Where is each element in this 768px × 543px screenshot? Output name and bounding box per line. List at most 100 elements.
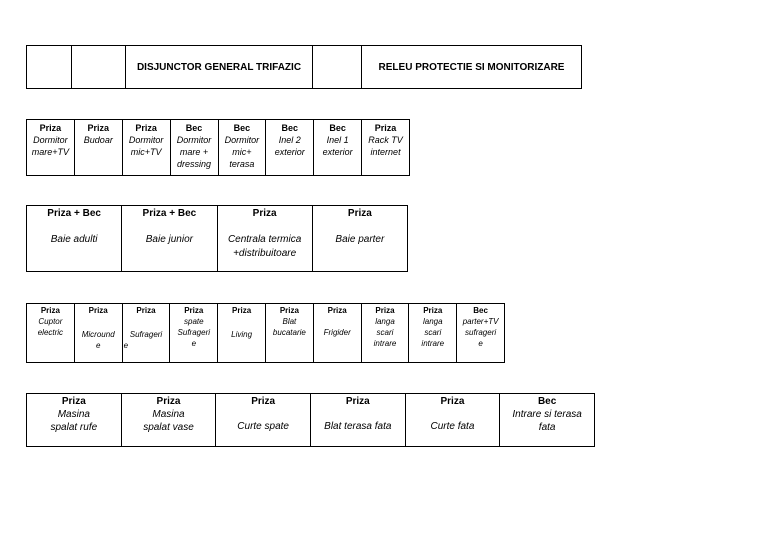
circuit-desc: Baie adulti bbox=[50, 234, 98, 245]
circuit-desc: Curte spate bbox=[237, 421, 289, 432]
circuit-desc: e bbox=[478, 339, 483, 348]
circuit-desc: terasa bbox=[229, 159, 255, 169]
circuit-type: Priza bbox=[345, 396, 370, 407]
circuit-desc: Dormitor bbox=[176, 135, 212, 145]
circuit-desc: bucatarie bbox=[272, 328, 306, 337]
circuit-type: Bec bbox=[281, 123, 299, 133]
circuit-type: Priza bbox=[279, 306, 299, 315]
circuit-type: Priza bbox=[39, 123, 62, 133]
circuit-desc: Blat bbox=[282, 317, 297, 326]
main-breaker-table: DISJUNCTOR GENERAL TRIFAZIC RELEU PROTEC… bbox=[26, 45, 582, 89]
circuit-type: Priza bbox=[327, 306, 347, 315]
circuit-desc: electric bbox=[37, 328, 64, 337]
circuit-desc: Intrare si terasa bbox=[512, 409, 582, 420]
general-breaker-cell: DISJUNCTOR GENERAL TRIFAZIC bbox=[125, 45, 313, 89]
circuit-type: Bec bbox=[329, 123, 346, 133]
circuit-desc: Inel 1 bbox=[326, 135, 349, 145]
circuit-type: Bec bbox=[473, 306, 488, 315]
table-row: DISJUNCTOR GENERAL TRIFAZIC RELEU PROTEC… bbox=[26, 45, 582, 89]
circuit-desc: mic+ bbox=[232, 147, 252, 157]
circuit-type: Priza bbox=[423, 306, 443, 315]
circuit-type: Bec bbox=[537, 396, 557, 407]
circuit-desc: Masina bbox=[152, 409, 185, 420]
circuit-type: Priza bbox=[251, 396, 276, 407]
circuit-type: Priza bbox=[61, 396, 86, 407]
empty-cell bbox=[26, 45, 72, 89]
circuit-desc: Curte fata bbox=[430, 421, 475, 432]
circuit-type: Priza bbox=[375, 306, 395, 315]
circuit-desc: spate bbox=[184, 317, 204, 326]
circuit-desc: exterior bbox=[274, 147, 305, 157]
circuit-desc: scari bbox=[376, 328, 394, 337]
circuit-type: Priza bbox=[135, 123, 157, 133]
circuit-type: Bec bbox=[233, 123, 251, 133]
circuit-type: Priza bbox=[184, 306, 204, 315]
circuit-desc: Sufrageri bbox=[177, 328, 211, 337]
protection-relay-cell: RELEU PROTECTIE SI MONITORIZARE bbox=[361, 45, 582, 89]
circuit-desc: Frigider bbox=[323, 328, 351, 337]
circuit-desc: Masina bbox=[57, 409, 90, 420]
circuit-desc: intrare bbox=[421, 339, 445, 348]
circuit-desc: Dormitor bbox=[33, 135, 68, 145]
circuit-type: Priza bbox=[87, 123, 110, 133]
circuit-desc: e bbox=[123, 341, 129, 350]
circuit-desc: Baie junior bbox=[145, 234, 193, 245]
circuit-desc: spalat vase bbox=[143, 422, 194, 433]
circuit-desc: mare+TV bbox=[31, 147, 70, 157]
circuit-desc: Rack TV bbox=[368, 135, 403, 145]
circuit-desc: Inel 2 bbox=[278, 135, 301, 145]
circuit-desc: mare + bbox=[179, 147, 209, 157]
circuit-desc: Living bbox=[231, 330, 253, 339]
circuit-desc: Dormitor bbox=[224, 135, 260, 145]
circuit-type: Bec bbox=[185, 123, 203, 133]
circuit-type: Priza bbox=[232, 306, 252, 315]
circuit-desc: e bbox=[191, 339, 197, 348]
circuit-desc: scari bbox=[424, 328, 442, 337]
circuit-desc: internet bbox=[370, 147, 401, 157]
empty-cell bbox=[71, 45, 126, 89]
circuit-type: Priza bbox=[156, 396, 181, 407]
circuit-desc: Cuptor bbox=[38, 317, 63, 326]
circuit-desc: Blat terasa fata bbox=[324, 421, 392, 432]
circuit-desc: +distribuitoare bbox=[233, 248, 297, 259]
circuit-desc: langa bbox=[375, 317, 395, 326]
circuit-type: Priza + Bec bbox=[47, 208, 101, 219]
circuit-desc: mic+TV bbox=[130, 147, 162, 157]
empty-cell bbox=[312, 45, 362, 89]
circuit-type: Priza bbox=[347, 208, 372, 219]
circuit-desc: fata bbox=[538, 422, 556, 433]
circuit-desc: sufrageri bbox=[465, 328, 497, 337]
circuit-desc: e bbox=[95, 341, 101, 350]
circuit-desc: Micround bbox=[81, 330, 115, 339]
circuit-desc: Sufrageri bbox=[129, 330, 163, 339]
